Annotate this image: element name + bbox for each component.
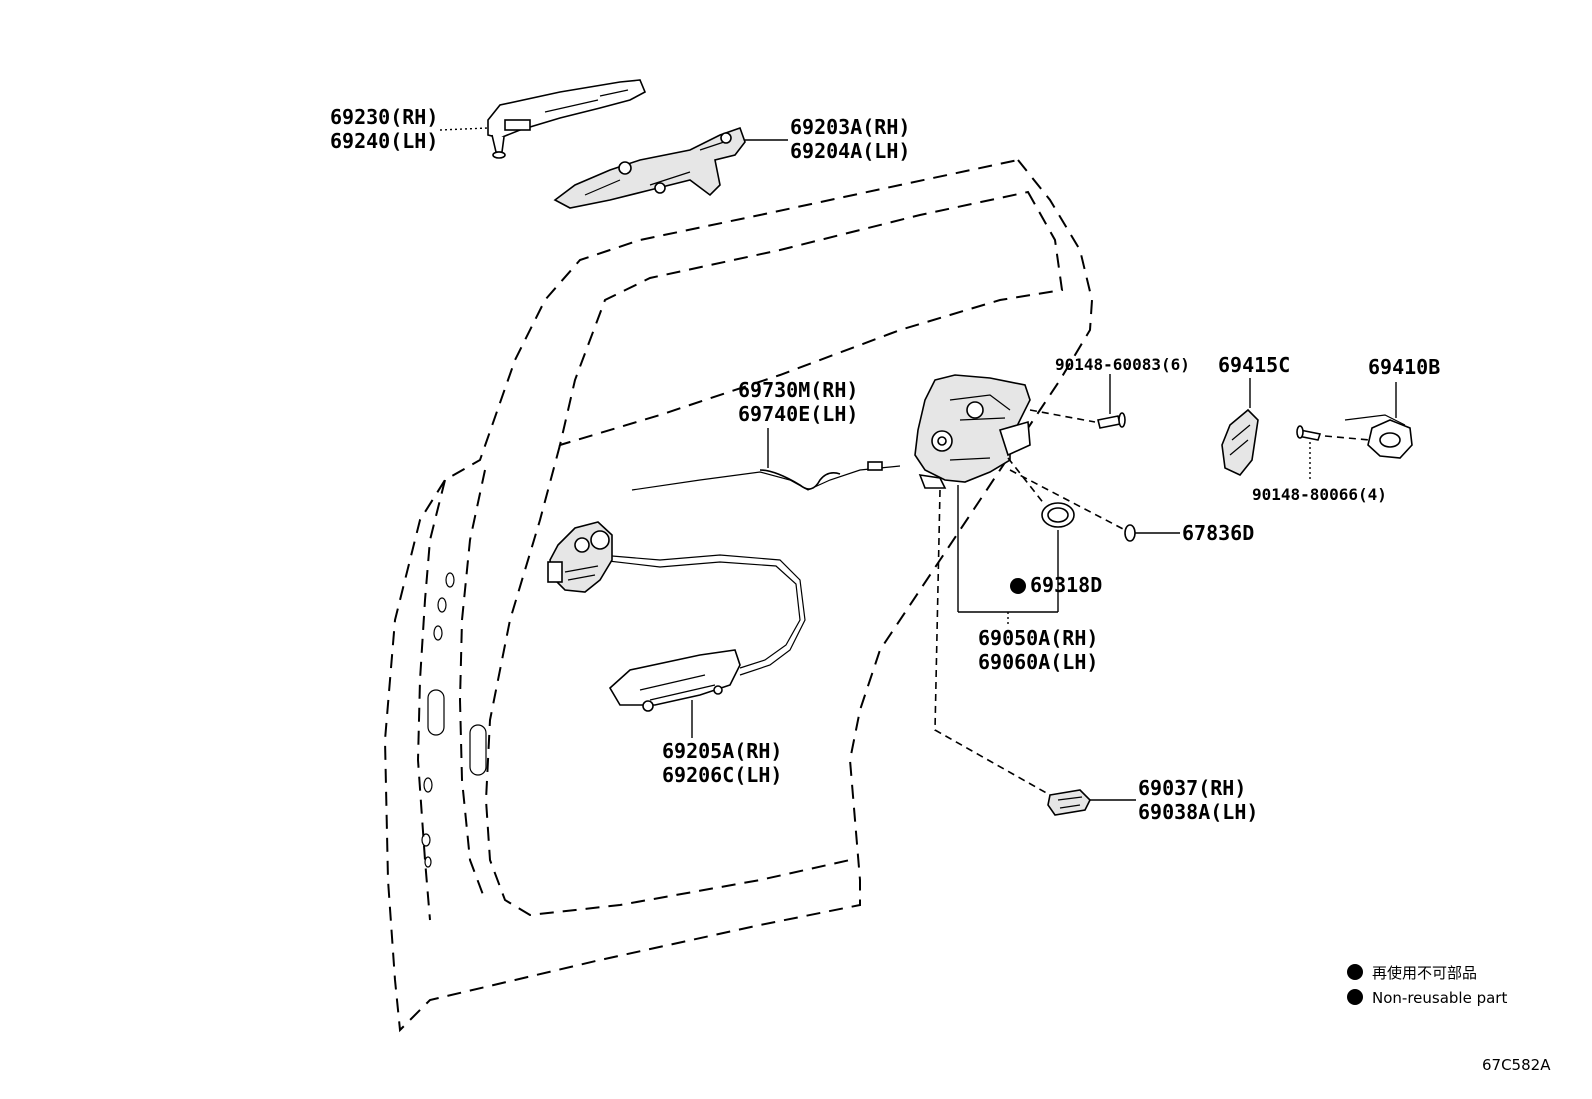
- part-labels: 69230(RH) 69240(LH) 69203A(RH) 69204A(LH…: [330, 105, 1440, 824]
- label-handle-frame-rh: 69203A(RH): [790, 115, 910, 139]
- label-lock-assy-rh: 69050A(RH): [978, 626, 1098, 650]
- label-lock-cable-lh: 69740E(LH): [738, 402, 858, 426]
- label-lock-cable-rh: 69730M(RH): [738, 378, 858, 402]
- lock-cable: [631, 461, 901, 491]
- seal-ring: [1041, 502, 1075, 528]
- striker: [1344, 414, 1413, 459]
- label-handle-frame-lh: 69204A(LH): [790, 139, 910, 163]
- striker-screw: [1296, 425, 1322, 441]
- label-striker: 69410B: [1368, 355, 1440, 379]
- non-reusable-marker: [1010, 578, 1026, 594]
- legend: 再使用不可部品 Non-reusable part: [1347, 964, 1507, 1007]
- diagram-code: 67C582A: [1482, 1056, 1551, 1074]
- legend-text-en: Non-reusable part: [1372, 989, 1507, 1007]
- label-striker-screw: 90148-80066(4): [1252, 485, 1387, 504]
- door-outline: [383, 158, 1094, 1033]
- legend-bullet-jp: [1347, 964, 1363, 980]
- label-cushion: 67836D: [1182, 521, 1254, 545]
- inner-handle-cable: [599, 554, 806, 676]
- label-inner-handle-rh: 69205A(RH): [662, 739, 782, 763]
- handle-frame: [553, 126, 746, 209]
- legend-bullet-en: [1347, 989, 1363, 1005]
- label-seal: 69318D: [1030, 573, 1102, 597]
- legend-text-jp: 再使用不可部品: [1372, 964, 1477, 982]
- lock-screw: [1097, 412, 1126, 429]
- label-lock-screw: 90148-60083(6): [1055, 355, 1190, 374]
- inner-door-handle: [608, 649, 741, 712]
- label-lock-cover-rh: 69037(RH): [1138, 776, 1246, 800]
- lock-cover: [1047, 789, 1091, 816]
- label-lock-cover-lh: 69038A(LH): [1138, 800, 1258, 824]
- outer-door-handle: [487, 79, 647, 159]
- pillar-holes: [421, 572, 487, 868]
- label-striker-cover: 69415C: [1218, 353, 1290, 377]
- striker-cover: [1221, 408, 1259, 476]
- label-lock-assy-lh: 69060A(LH): [978, 650, 1098, 674]
- label-outer-handle-lh: 69240(LH): [330, 129, 438, 153]
- door-lock-assembly: [914, 374, 1031, 489]
- label-outer-handle-rh: 69230(RH): [330, 105, 438, 129]
- leader-lines: [439, 127, 1397, 801]
- door-actuator: [547, 521, 613, 593]
- cushion: [1124, 524, 1136, 542]
- label-inner-handle-lh: 69206C(LH): [662, 763, 782, 787]
